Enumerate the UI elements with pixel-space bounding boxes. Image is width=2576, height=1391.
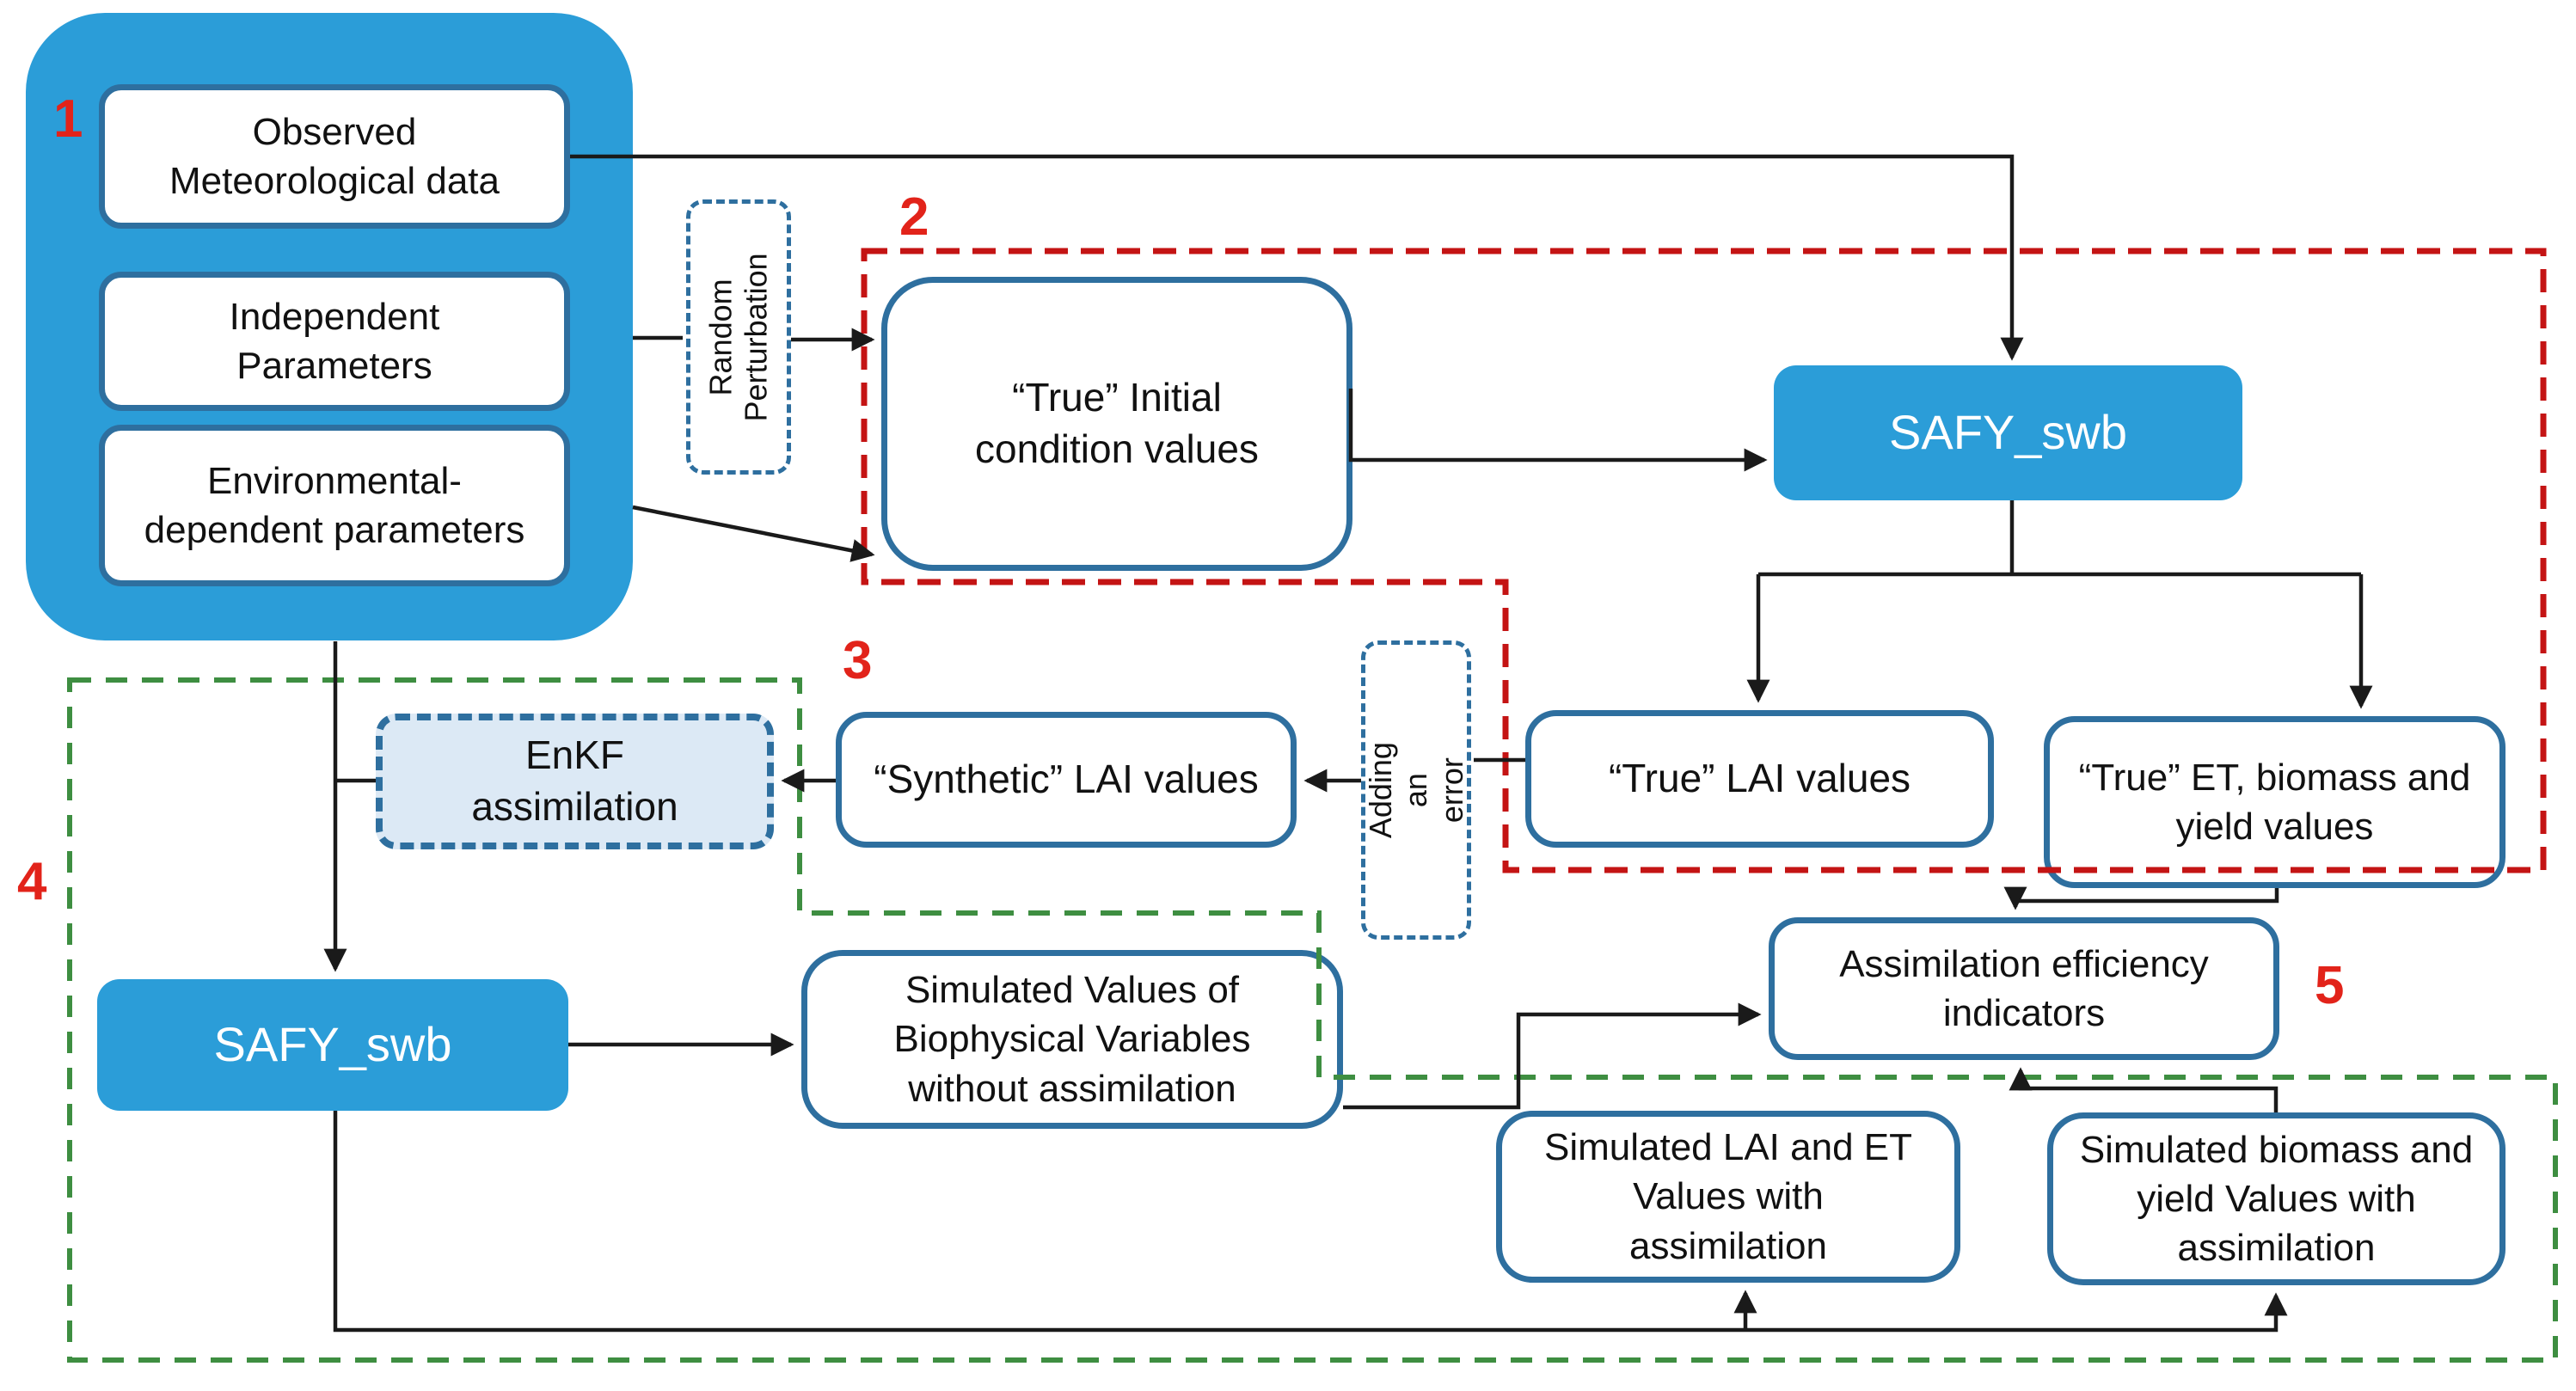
node-environmental-dependent-parameters: Environmental- dependent parameters — [99, 425, 570, 586]
node-simulated-values-without-assimilation: Simulated Values of Biophysical Variable… — [801, 950, 1343, 1129]
step-label-5: 5 — [2315, 956, 2345, 1015]
node-safy-swb-bottom: SAFY_swb — [97, 979, 568, 1111]
node-observed-meteorological-data: Observed Meteorological data — [99, 84, 570, 229]
node-random-perturbation-label: Random Perturbation — [702, 252, 774, 422]
node-simulated-biomass-yield-with-assimilation: Simulated biomass and yield Values with … — [2047, 1112, 2505, 1285]
arrow-true-et-to-indicators — [2003, 886, 2279, 910]
node-true-et-label: “True” ET, biomass and yield values — [2078, 756, 2471, 848]
node-true-lai-label: “True” LAI values — [1608, 756, 1911, 801]
node-enkf-assimilation: EnKF assimilation — [376, 714, 774, 849]
node-safy-bottom-label: SAFY_swb — [213, 1017, 452, 1072]
node-safy-top-label: SAFY_swb — [1889, 405, 2127, 460]
node-simulated-lai-et-with-assimilation: Simulated LAI and ET Values with assimil… — [1496, 1111, 1960, 1283]
node-true-initial-label: “True” Initial condition values — [975, 375, 1259, 471]
node-synthetic-lai-label: “Synthetic” LAI values — [874, 757, 1259, 802]
arrow-simulated-without-to-indicators — [1343, 1002, 1762, 1110]
node-random-perturbation: Random Perturbation — [686, 199, 791, 475]
node-true-lai-values: “True” LAI values — [1525, 710, 1994, 848]
node-safy-swb-top: SAFY_swb — [1774, 365, 2242, 500]
node-assimilation-efficiency-indicators: Assimilation efficiency indicators — [1769, 917, 2279, 1060]
arrow-safy-bottom-to-simulated-biomass — [333, 1111, 2288, 1333]
node-simulated-biomass-label: Simulated biomass and yield Values with … — [2079, 1128, 2474, 1270]
node-adding-an-error: Adding an error — [1361, 640, 1471, 940]
step-label-1: 1 — [53, 89, 83, 149]
node-simulated-lai-et-label: Simulated LAI and ET Values with assimil… — [1543, 1126, 1912, 1267]
step-label-3: 3 — [843, 631, 873, 690]
arrow-true-initial-to-safy-top — [1348, 389, 1768, 472]
node-true-initial-condition-values: “True” Initial condition values — [881, 277, 1352, 571]
arrow-environmental-to-true-initial — [632, 505, 875, 562]
node-adding-error-label: Adding an error — [1362, 741, 1469, 839]
node-environmental-label: Environmental- dependent parameters — [144, 459, 525, 551]
step-label-4: 4 — [17, 852, 47, 911]
node-assimilation-indicators-label: Assimilation efficiency indicators — [1839, 942, 2209, 1034]
step-label-2: 2 — [899, 187, 929, 247]
node-independent-parameters: Independent Parameters — [99, 272, 570, 411]
node-true-et-biomass-yield-values: “True” ET, biomass and yield values — [2044, 716, 2505, 888]
node-simulated-without-label: Simulated Values of Biophysical Variable… — [893, 969, 1251, 1110]
arrow-simulated-biomass-to-indicators — [2009, 1067, 2279, 1112]
node-enkf-label: EnKF assimilation — [471, 732, 678, 829]
node-independent-label: Independent Parameters — [229, 295, 440, 387]
node-synthetic-lai-values: “Synthetic” LAI values — [836, 712, 1297, 848]
node-observed-label: Observed Meteorological data — [169, 110, 500, 202]
